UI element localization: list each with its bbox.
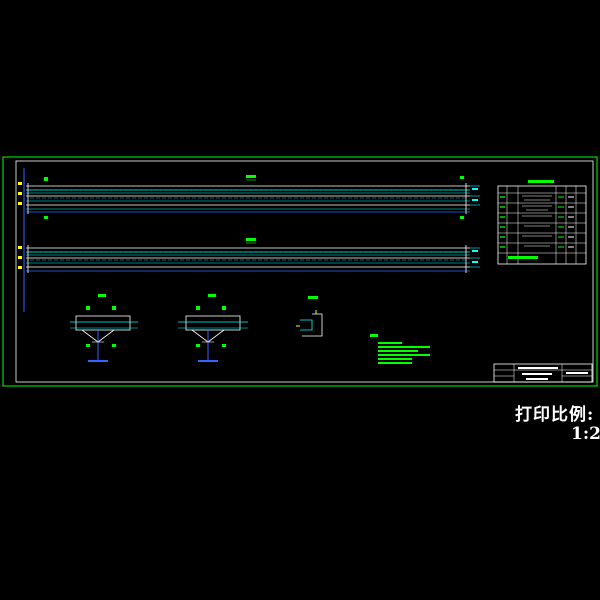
inner-frame	[15, 160, 594, 383]
print-scale-label: 打印比例:	[515, 405, 595, 425]
notes-heading-mark	[370, 334, 378, 337]
elevation-view-2	[26, 238, 480, 273]
elevation-view-1	[26, 175, 480, 219]
elevation-1-title-mark	[246, 175, 256, 178]
section-a-title-mark	[98, 294, 106, 297]
cross-section-b	[178, 294, 248, 362]
left-margin-marks	[18, 168, 25, 312]
general-notes	[370, 334, 430, 364]
section-b-title-mark	[208, 294, 216, 297]
elevation-2-title-mark	[246, 238, 256, 241]
material-table	[497, 180, 587, 265]
title-block	[493, 363, 593, 383]
detail-title-mark	[308, 296, 318, 299]
material-table-title-mark	[528, 180, 554, 183]
outer-frame	[2, 156, 598, 387]
print-scale-value: 1:20	[571, 424, 600, 444]
cross-section-a	[70, 294, 138, 362]
detail-view	[296, 296, 323, 337]
